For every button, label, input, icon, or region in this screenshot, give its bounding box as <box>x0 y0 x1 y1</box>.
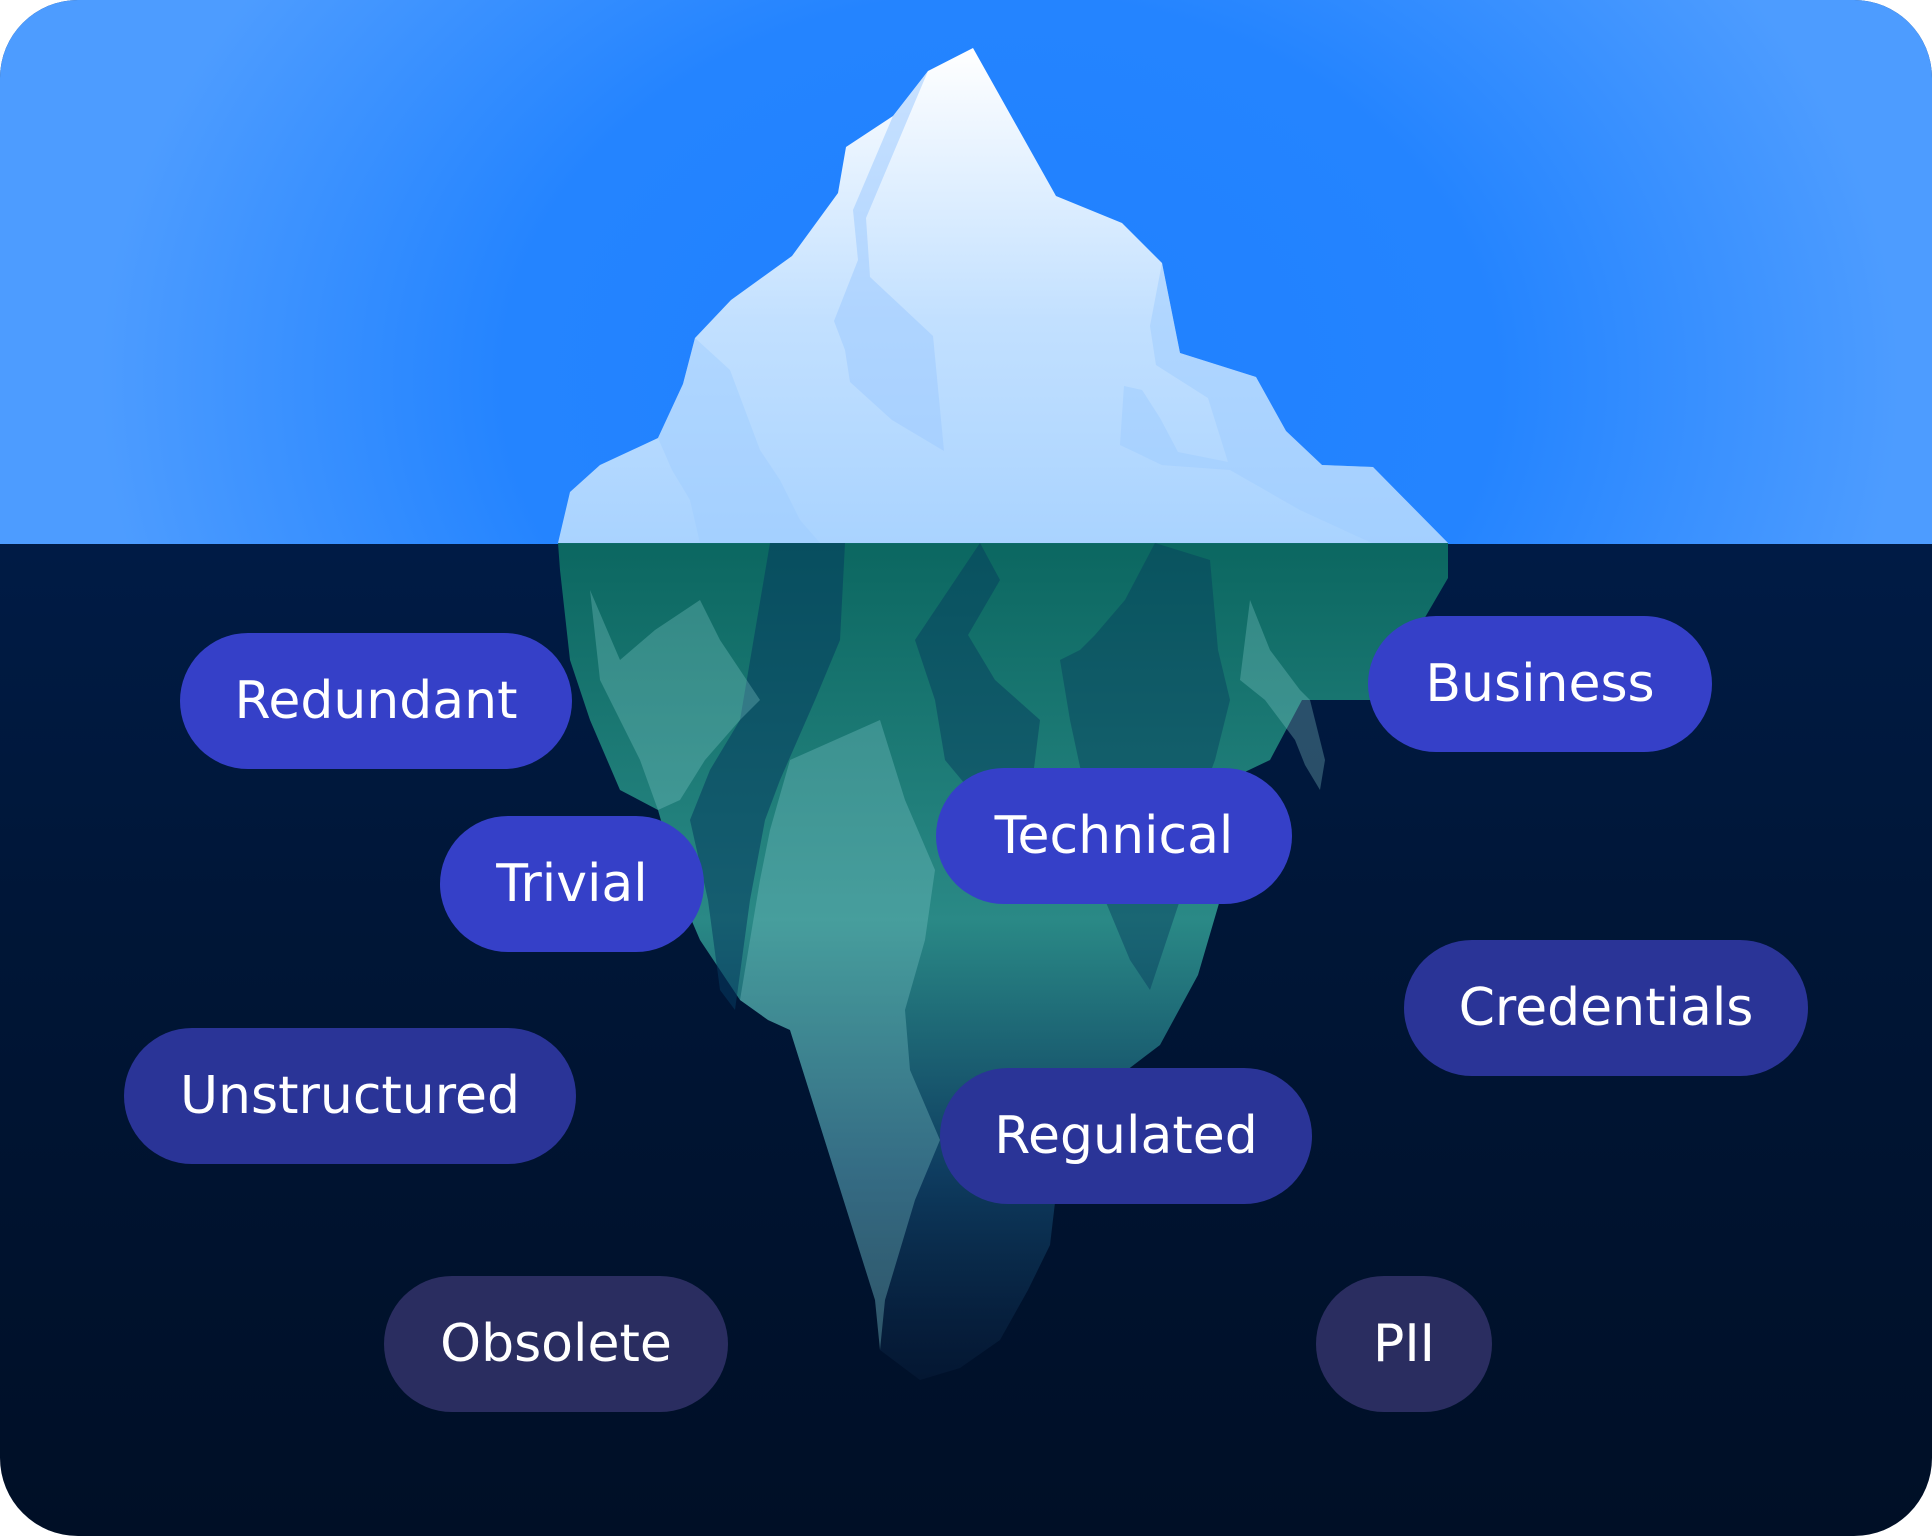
iceberg-underwater-highlight <box>740 720 940 1350</box>
label-pii-text: PII <box>1372 1314 1436 1374</box>
label-pii: PII <box>1316 1276 1492 1412</box>
label-obsolete-text: Obsolete <box>440 1314 672 1374</box>
label-redundant-text: Redundant <box>234 671 518 731</box>
label-regulated-text: Regulated <box>994 1106 1258 1166</box>
iceberg-tip-facet <box>1120 263 1448 543</box>
iceberg-underwater-highlight <box>590 590 760 810</box>
label-trivial-text: Trivial <box>496 854 648 914</box>
iceberg-tip-facet <box>658 338 820 543</box>
label-business: Business <box>1368 616 1712 752</box>
label-trivial: Trivial <box>440 816 704 952</box>
label-credentials-text: Credentials <box>1458 978 1754 1038</box>
label-technical-text: Technical <box>994 806 1234 866</box>
label-regulated: Regulated <box>940 1068 1312 1204</box>
label-business-text: Business <box>1425 654 1655 714</box>
label-credentials: Credentials <box>1404 940 1808 1076</box>
iceberg-underwater-highlight <box>1240 600 1325 790</box>
label-technical: Technical <box>936 768 1292 904</box>
label-obsolete: Obsolete <box>384 1276 728 1412</box>
label-unstructured-text: Unstructured <box>179 1066 520 1126</box>
label-redundant: Redundant <box>180 633 572 769</box>
iceberg-underwater-ridge <box>690 543 845 1010</box>
iceberg-tip-facet <box>834 71 944 451</box>
label-unstructured: Unstructured <box>124 1028 576 1164</box>
